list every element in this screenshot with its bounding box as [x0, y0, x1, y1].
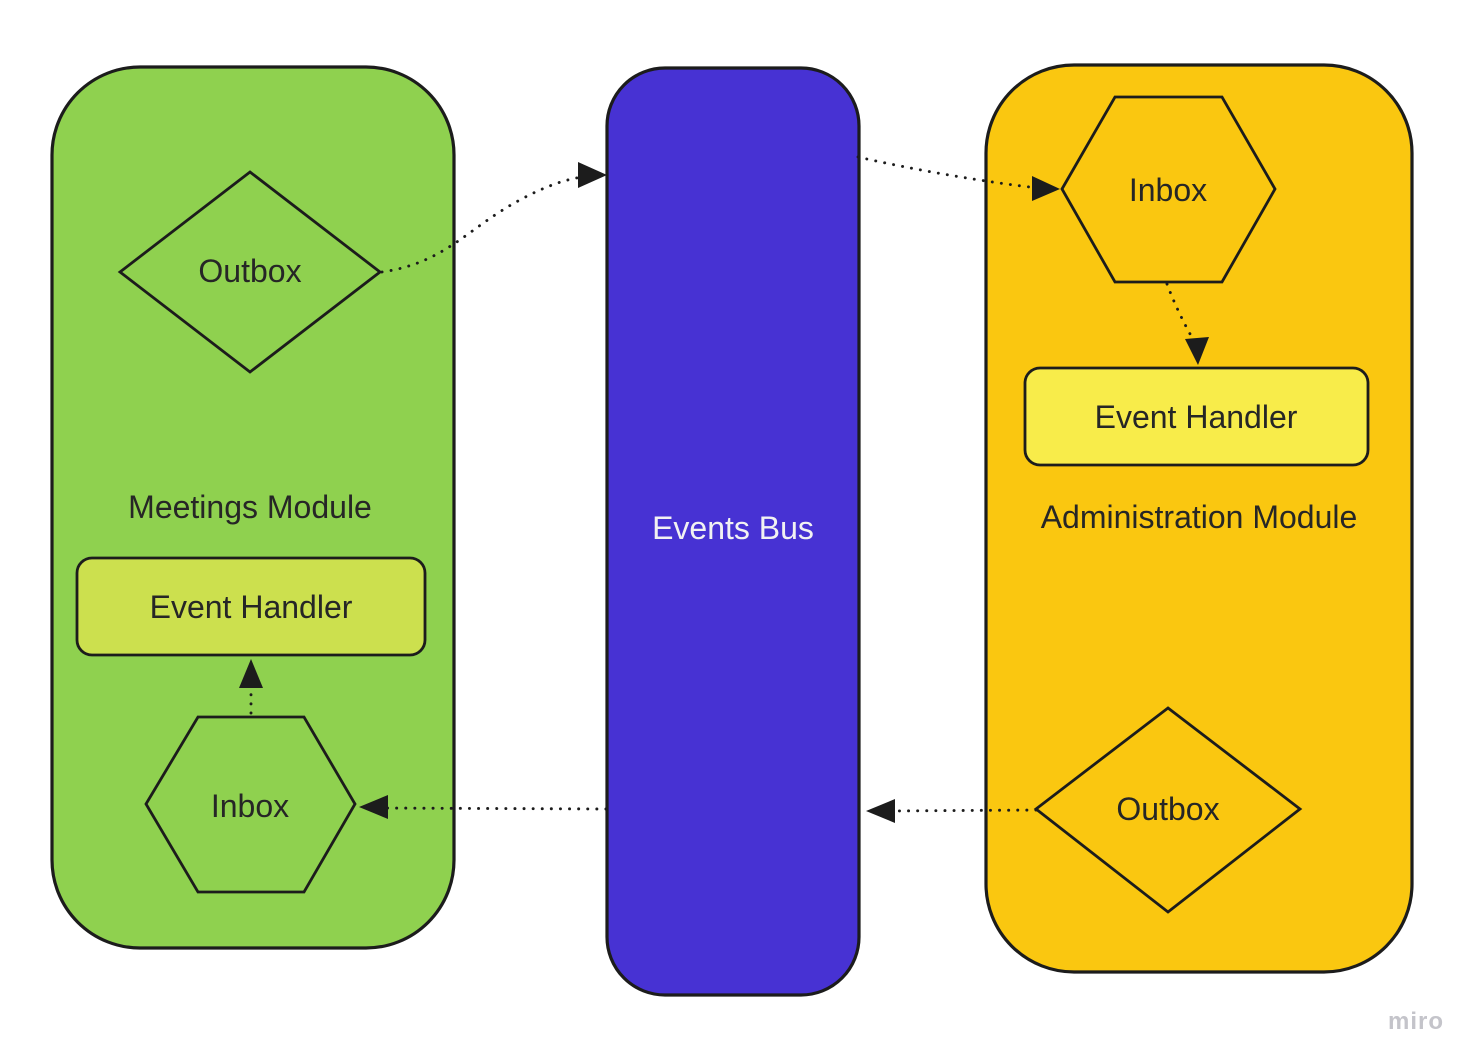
administration-inbox-hexagon[interactable]: [1060, 95, 1277, 284]
arrowhead-into-bus-top: [578, 162, 607, 188]
administration-event-handler-box[interactable]: [1023, 366, 1370, 467]
meetings-outbox-diamond[interactable]: [117, 170, 383, 374]
miro-watermark: miro: [1388, 1008, 1445, 1035]
connector-administration-inbox-to-handler: [1165, 282, 1209, 365]
administration-outbox-diamond[interactable]: [1033, 706, 1303, 914]
administration-outbox-label: Outbox: [1116, 791, 1220, 827]
administration-inbox-label: Inbox: [1128, 172, 1208, 208]
arrowhead-into-meetings-handler: [239, 659, 263, 688]
arrowhead-into-administration-handler: [1185, 337, 1209, 365]
connector-meetings-inbox-to-handler: [239, 659, 263, 715]
connector-meetings-outbox-to-bus: [380, 162, 607, 274]
events-bus-container[interactable]: [605, 66, 861, 997]
arrowhead-into-bus-bottom: [866, 799, 895, 823]
administration-module-container[interactable]: [984, 63, 1414, 974]
connector-bus-to-administration-inbox: [856, 155, 1060, 201]
connector-bus-to-meetings-inbox: [359, 795, 608, 819]
arrowhead-into-administration-inbox: [1032, 176, 1060, 201]
meetings-module-title: Meetings Module: [128, 489, 372, 525]
meetings-inbox-label: Inbox: [210, 788, 290, 824]
administration-module-title: Administration Module: [1040, 499, 1358, 535]
arrowhead-into-meetings-inbox: [359, 795, 388, 819]
administration-event-handler-label: Event Handler: [1094, 399, 1298, 435]
meetings-inbox-hexagon[interactable]: [144, 715, 357, 894]
connector-administration-outbox-to-bus: [866, 799, 1038, 823]
meetings-event-handler-box[interactable]: [75, 556, 427, 657]
events-bus-title: Events Bus: [652, 510, 814, 546]
meetings-event-handler-label: Event Handler: [149, 589, 353, 625]
meetings-outbox-label: Outbox: [198, 253, 302, 289]
